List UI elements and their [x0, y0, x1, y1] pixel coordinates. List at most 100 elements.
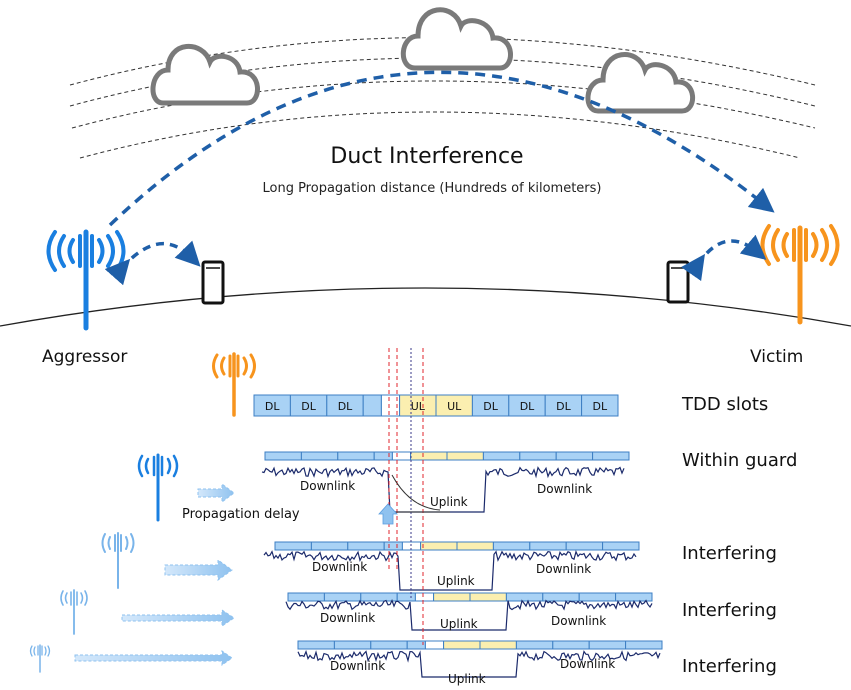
downlink-label: Downlink: [320, 611, 375, 625]
aggressor-tower-icon: [46, 229, 126, 331]
victim-tower-icon: [760, 224, 840, 325]
phone-icon: [201, 260, 225, 305]
row-slot: [420, 541, 458, 551]
row-slot: [552, 640, 590, 650]
row-slot: [555, 451, 594, 461]
phone-icon: [666, 260, 690, 304]
tdd-slot: [581, 394, 619, 417]
decay-curve: [391, 474, 441, 511]
tdd-slot: [362, 394, 382, 417]
row-label: Interfering: [682, 656, 777, 677]
aggressor-small-tower-icon: [137, 453, 179, 522]
tdd-slot-label: DL: [520, 400, 535, 413]
signal-trace: [297, 649, 661, 678]
row-slot: [615, 592, 653, 602]
tdd-slot-label: DL: [556, 400, 571, 413]
tdd-slot-label: UL: [411, 400, 426, 413]
row-slot: [588, 640, 627, 650]
diagram-subtitle: Long Propagation distance (Hundreds of k…: [262, 181, 601, 196]
signal-trace: [263, 550, 637, 591]
downlink-label: Downlink: [560, 657, 615, 671]
row-slot: [519, 451, 557, 461]
row-slot: [264, 451, 302, 461]
row-slot: [446, 451, 484, 461]
row-slot: [578, 592, 617, 602]
row-slot: [492, 541, 531, 551]
up-arrow-icon: [378, 503, 398, 525]
tdd-slot-label: DL: [592, 400, 607, 413]
tdd-slot-label: UL: [447, 400, 462, 413]
aggressor-link-arrow: [104, 240, 201, 286]
signal-trace: [285, 598, 653, 631]
row-slot: [396, 592, 416, 602]
row-slot: [274, 541, 312, 551]
row-slot: [414, 592, 435, 602]
downlink-label: Downlink: [330, 659, 385, 673]
cloud-icon: [400, 7, 513, 71]
diagram-title: Duct Interference: [330, 144, 523, 169]
row-slot: [592, 451, 630, 461]
row-slot: [443, 640, 481, 650]
guard-lines: [388, 348, 424, 645]
downlink-label: Downlink: [537, 482, 592, 496]
row-slot: [391, 451, 412, 461]
row-slot: [373, 451, 393, 461]
row-label: Interfering: [682, 600, 777, 621]
row-slot: [333, 640, 372, 650]
tdd-slot-label: DL: [338, 400, 353, 413]
row-slot: [515, 640, 554, 650]
victim-label: Victim: [750, 347, 803, 367]
downlink-label: Downlink: [551, 614, 606, 628]
row-slot: [297, 640, 335, 650]
row-slot-bars: [264, 451, 663, 650]
row-slot: [310, 541, 349, 551]
row-slot: [337, 451, 375, 461]
row-slot: [625, 640, 663, 650]
aggressor-small-tower-icon: [29, 644, 51, 673]
tdd-slot-label: DL: [483, 400, 498, 413]
aggressor-small-tower-icon: [101, 532, 135, 589]
row-slot: [287, 592, 325, 602]
row-slot: [410, 451, 448, 461]
tdd-slot-label: DL: [301, 400, 316, 413]
uplink-label: Uplink: [448, 672, 486, 686]
row-slot: [456, 541, 494, 551]
tdd-slot-label: DL: [265, 400, 280, 413]
row-slot: [602, 541, 640, 551]
victim-small-tower-icon: [212, 352, 256, 417]
row-slot: [505, 592, 544, 602]
row-slot: [424, 640, 445, 650]
earth-horizon: [0, 287, 851, 327]
downlink-label: Downlink: [300, 479, 355, 493]
row-label: TDD slots: [681, 394, 768, 415]
row-slot: [529, 541, 567, 551]
propagation-arrows: [74, 483, 235, 666]
aggressor-small-tower-icon: [60, 589, 88, 635]
row-slot: [323, 592, 362, 602]
row-label: Within guard: [682, 450, 797, 471]
uplink-label: Uplink: [437, 574, 475, 588]
downlink-label: Downlink: [312, 560, 367, 574]
row-slot: [482, 451, 521, 461]
row-slot: [383, 541, 403, 551]
downlink-label: Downlink: [536, 562, 591, 576]
cloud-icon: [150, 44, 260, 106]
propagation-delay-label: Propagation delay: [182, 507, 300, 522]
row-slot: [347, 541, 385, 551]
row-slot: [479, 640, 517, 650]
row-label: Interfering: [682, 543, 777, 564]
tdd-slot-bar: DL DL DL UL UL DL DL DL DL: [253, 394, 619, 417]
row-slot: [433, 592, 471, 602]
victim-link-arrow: [680, 234, 767, 282]
row-slot: [370, 640, 408, 650]
aggressor-label: Aggressor: [42, 347, 127, 367]
cloud-icon: [585, 52, 696, 114]
duct-arrow: [108, 70, 775, 227]
uplink-label: Uplink: [440, 617, 478, 631]
uplink-label: Uplink: [430, 495, 468, 509]
row-slot: [300, 451, 339, 461]
row-slot: [542, 592, 580, 602]
row-slot: [565, 541, 604, 551]
row-slot: [469, 592, 507, 602]
